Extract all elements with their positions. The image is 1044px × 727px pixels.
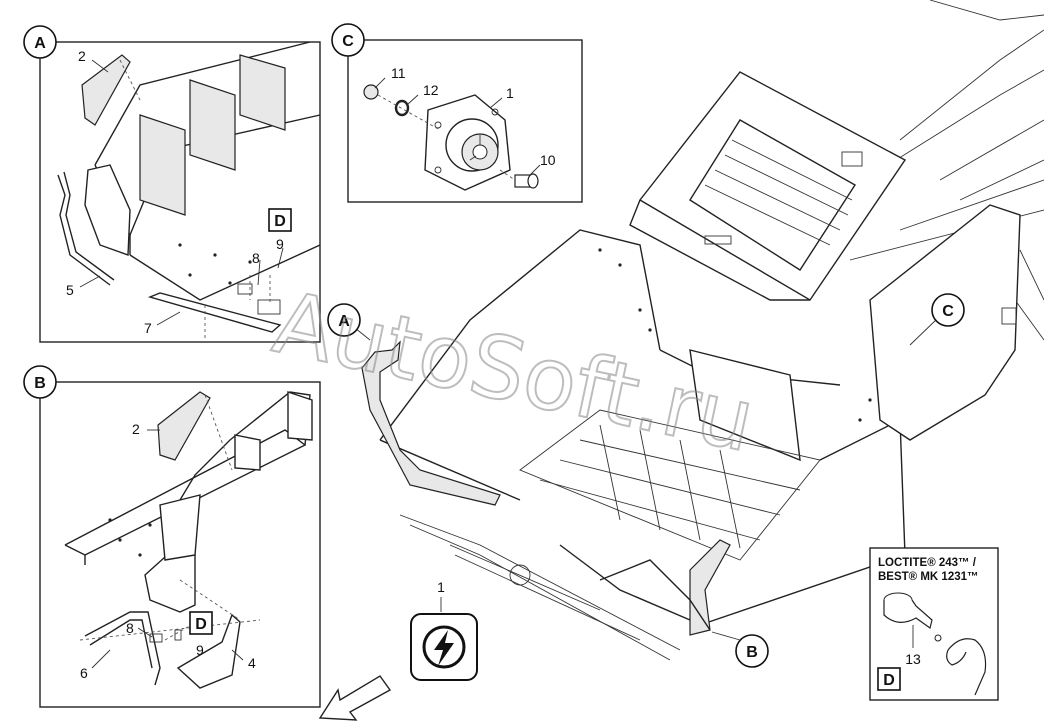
label-b-2: 2 xyxy=(132,421,140,437)
label-a-8: 8 xyxy=(252,250,260,266)
watermark: AutoSoft.ru xyxy=(266,273,763,472)
label-b-9: 9 xyxy=(196,642,204,658)
loctite-13: 13 xyxy=(905,651,921,667)
label-b-6: 6 xyxy=(80,665,88,681)
callout-a-circle xyxy=(23,25,57,59)
main-callout-a: A xyxy=(338,313,350,330)
loctite-d: D xyxy=(883,672,895,689)
main-callout-b: B xyxy=(746,644,758,661)
callout-b: B xyxy=(34,375,46,392)
detail-b xyxy=(39,381,321,708)
label-c-11: 11 xyxy=(391,65,406,81)
detail-a xyxy=(39,41,321,343)
main-callout-c: C xyxy=(942,303,954,320)
detail-c xyxy=(347,39,583,203)
label-c-12: 12 xyxy=(423,82,439,98)
arrow-icon xyxy=(318,675,392,721)
adhesive-bottle-icon xyxy=(883,592,987,696)
label-a-9: 9 xyxy=(276,236,284,252)
loctite-line2: BEST® MK 1231™ xyxy=(878,571,979,583)
main-assembly xyxy=(354,0,1044,661)
label-a-5: 5 xyxy=(66,282,74,298)
loctite-panel: LOCTITE® 243™ / BEST® MK 1231™ 13 D xyxy=(869,547,999,701)
label-main-1: 1 xyxy=(437,579,445,595)
label-c-1: 1 xyxy=(506,85,514,101)
lightning-icon xyxy=(410,613,478,681)
loctite-line1: LOCTITE® 243™ / xyxy=(878,557,977,569)
label-a-2: 2 xyxy=(78,48,86,64)
callout-b-circle xyxy=(23,365,57,399)
callout-a: A xyxy=(34,35,46,52)
label-c-10: 10 xyxy=(540,152,556,168)
callout-c: C xyxy=(342,33,354,50)
label-a-d: D xyxy=(274,213,286,230)
label-b-4: 4 xyxy=(248,655,256,671)
label-b-8: 8 xyxy=(126,620,134,636)
label-b-d: D xyxy=(195,616,207,633)
label-a-7: 7 xyxy=(144,320,152,336)
